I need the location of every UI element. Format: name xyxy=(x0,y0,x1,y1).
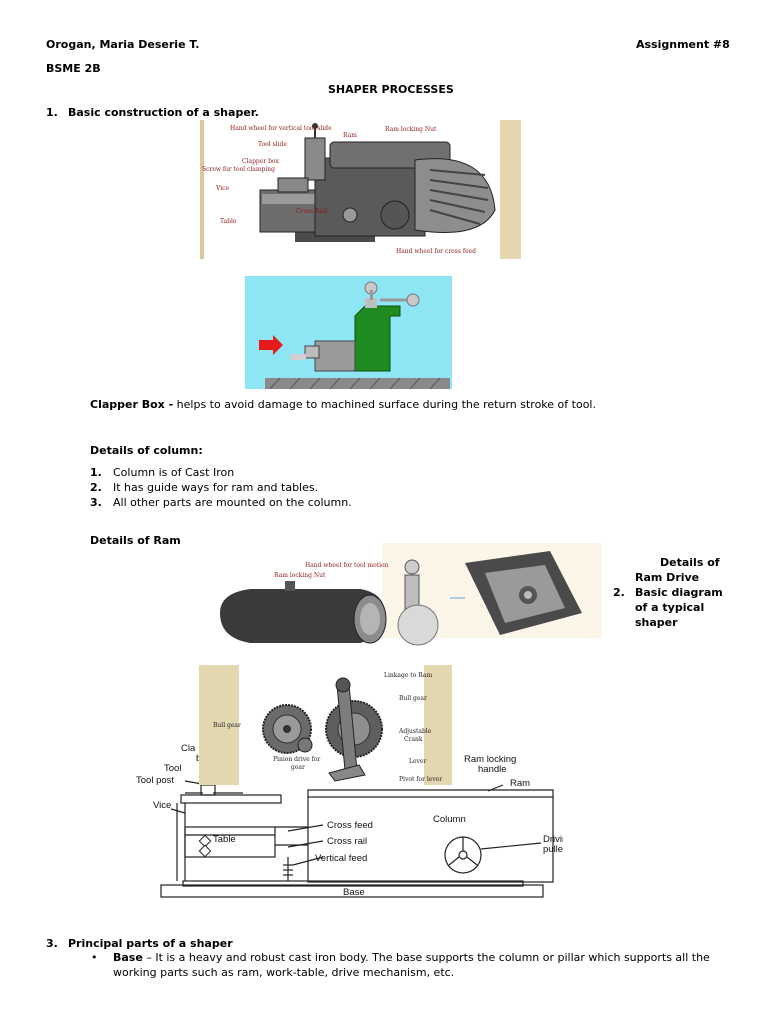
base-term: Base xyxy=(113,951,143,964)
column-item-3: All other parts are mounted on the colum… xyxy=(113,496,352,509)
ram-drive-line2: Ram Drive xyxy=(635,571,699,584)
label-pinion-drive-1: Pinion drive for xyxy=(273,756,320,763)
label-cross-rail-diagram: Cross rail xyxy=(327,836,367,847)
label-vice-diagram: Vice xyxy=(153,800,171,811)
section1-heading: Basic construction of a shaper. xyxy=(68,106,259,119)
clapper-box-description: Clapper Box - helps to avoid damage to m… xyxy=(90,398,596,411)
label-handwheel-tool-motion: Hand wheel for tool motion xyxy=(305,562,389,569)
label-clapper-box-diagram: Cla xyxy=(181,743,196,754)
section2-number: 2. xyxy=(613,586,625,599)
column-item-2-number: 2. xyxy=(90,481,102,494)
shaper-construction-figure: Hand wheel for vertical tool slide Ram R… xyxy=(200,120,521,259)
label-linkage-to-ram: Linkage to Ram xyxy=(384,672,432,679)
column-item-2: It has guide ways for ram and tables. xyxy=(113,481,318,494)
label-table-diagram: Table xyxy=(213,834,236,845)
ram-drive-figure: Linkage to Ram Bull gear Bull gear Adjus… xyxy=(199,665,452,785)
column-details-heading: Details of column: xyxy=(90,444,203,457)
page-title: SHAPER PROCESSES xyxy=(328,83,454,96)
label-adjustable: Adjustable xyxy=(398,728,432,735)
label-clapper-box: Clapper box xyxy=(242,158,280,165)
label-ram-locking-nut-2: Ram locking Nut xyxy=(274,572,326,579)
section1-number: 1. xyxy=(46,106,58,119)
base-description-line1: Base – It is a heavy and robust cast iro… xyxy=(113,951,710,964)
base-description-line2: working parts such as ram, work-table, d… xyxy=(113,966,454,979)
label-ram: Ram xyxy=(343,132,357,139)
label-ram-locking-nut: Ram locking Nut xyxy=(385,126,437,133)
label-table: Table xyxy=(220,218,237,225)
column-item-3-number: 3. xyxy=(90,496,102,509)
section2-heading-line2: of a typical xyxy=(635,601,704,614)
label-bull-gear-left: Bull gear xyxy=(213,722,241,729)
label-tool-slide: Tool slide xyxy=(258,141,287,148)
label-pivot-for-lever: Pivot for lever xyxy=(399,776,442,783)
base-text-1: – It is a heavy and robust cast iron bod… xyxy=(143,951,710,964)
label-handwheel-cross-feed: Hand wheel for cross feed xyxy=(396,248,476,255)
label-driving-pulley-2: pulley xyxy=(543,844,563,855)
label-column: Column xyxy=(433,814,466,825)
assignment-number: Assignment #8 xyxy=(636,38,730,51)
ram-details-heading: Details of Ram xyxy=(90,534,181,547)
section2-heading-line1: Basic diagram xyxy=(635,586,723,599)
column-item-1-number: 1. xyxy=(90,466,102,479)
section2-heading-line3: shaper xyxy=(635,616,678,629)
author-name: Orogan, Maria Deserie T. xyxy=(46,38,199,51)
section-label: BSME 2B xyxy=(46,62,101,75)
clapper-box-figure xyxy=(245,276,452,389)
label-vertical-feed: Vertical feed xyxy=(315,853,367,864)
label-handwheel-vertical: Hand wheel for vertical tool slide xyxy=(230,125,332,132)
section3-number: 3. xyxy=(46,937,58,950)
label-lever: Lever xyxy=(409,758,426,765)
label-ram-diagram: Ram xyxy=(510,778,530,789)
label-cross-rail: Cross Rail xyxy=(296,208,327,215)
bullet-icon: • xyxy=(91,951,98,964)
clapper-box-term: Clapper Box - xyxy=(90,398,173,411)
label-bull-gear-right: Bull gear xyxy=(399,695,427,702)
label-crank: Crank xyxy=(404,736,423,743)
label-base-diagram: Base xyxy=(343,887,365,898)
ram-figure: Hand wheel for tool motion Ram locking N… xyxy=(210,543,602,650)
column-item-1: Column is of Cast Iron xyxy=(113,466,234,479)
clapper-box-text: helps to avoid damage to machined surfac… xyxy=(173,398,596,411)
label-tool: Tool xyxy=(164,763,181,774)
label-vice: Vice xyxy=(215,185,230,192)
ram-drive-line1: Details of xyxy=(660,556,720,569)
label-screw-tool-clamping: Screw for tool clamping xyxy=(202,166,275,173)
section3-heading: Principal parts of a shaper xyxy=(68,937,233,950)
label-tool-post: Tool post xyxy=(136,775,174,786)
label-pinion-drive-2: gear xyxy=(291,764,305,771)
label-cross-feed: Cross feed xyxy=(327,820,373,831)
label-ram-locking-handle-2: handle xyxy=(478,764,507,775)
